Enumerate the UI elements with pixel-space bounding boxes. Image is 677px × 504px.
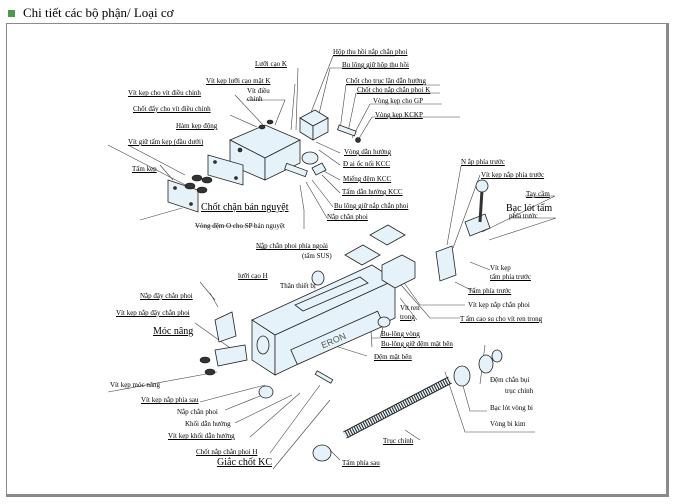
label-vit-kep-cho-vit-dieu-chinh: Vít kẹp cho vít điều chỉnh bbox=[128, 89, 201, 97]
label-tam-cao-su: T ấm cao su cho vít ren trong bbox=[460, 315, 543, 323]
label-vit-kep-nap-phia-truoc: Vít kẹp nắp phía trước bbox=[481, 171, 545, 179]
label-vit-kep-nap-day-chan-phoi: Vít kẹp nắp đậy chắn phoi bbox=[116, 309, 190, 317]
section-header: Chi tiết các bộ phận/ Loại cơ bbox=[8, 4, 174, 22]
label-vit-dieu-chinh: Vít điều chỉnh bbox=[247, 87, 270, 103]
label-tam-phia-truoc: Tấm phía trước bbox=[468, 287, 512, 295]
label-tam-dan-huong-kcc: Tấm dẫn hướng KCC bbox=[342, 188, 403, 196]
label-than-thiet-bi: Thân thiết bị bbox=[280, 282, 316, 290]
label-vong-dan-huong: Vòng dẫn hướng bbox=[344, 148, 392, 156]
label-chot-cho-nap-chan-phoi-k: Chốt cho nắp chắn phoi K bbox=[357, 86, 431, 94]
label-luoi-cao-k: Lưỡi cạo K bbox=[255, 60, 287, 68]
vise-body: ERON bbox=[199, 179, 491, 399]
k-scraper-assembly bbox=[299, 109, 361, 176]
lead-screw-assembly bbox=[312, 349, 503, 462]
label-phia-truoc: phía trước bbox=[509, 212, 538, 220]
label-vit-giu-tam-kep: Vít giữ tấm kẹp (đầu dưới) bbox=[128, 138, 204, 146]
label-vong-bi-kim: Vòng bi kim bbox=[490, 420, 526, 428]
label-vit-kep-moc-nang: Vít kẹp móc nâng bbox=[110, 381, 160, 389]
label-tam-kep: Tấm kẹp bbox=[132, 165, 157, 173]
label-vit-kep-khoi-dan-huong: Vít kẹp khối dẫn hướng bbox=[168, 432, 235, 440]
label-bu-long-giu-dem-mat-ben: Bu-lông giữ đệm mặt bên bbox=[381, 340, 453, 348]
label-vit-kep-tam-2: tấm phía trước bbox=[490, 273, 531, 281]
label-vong-dem-o: Vòng đệm O cho SP bán nguyệt bbox=[195, 222, 285, 230]
label-bac-lot-vong-bi: Bạc lót vòng bi bbox=[490, 404, 533, 412]
label-giac-chot-kc: Giắc chốt KC bbox=[217, 457, 272, 468]
label-chot-day-cho-vit-dieu-chinh: Chốt đẩy cho vít điều chỉnh bbox=[133, 105, 211, 113]
label-vit-ren-trong-2: trong bbox=[400, 313, 415, 321]
label-chot-chan-ban-nguyet: Chốt chặn bán nguyệt bbox=[201, 202, 289, 213]
label-bac-lot-tam: Bạc lót tấm bbox=[506, 203, 553, 214]
label-tay-cam: Tay cầm bbox=[526, 190, 550, 198]
label-mieng-dem-kcc: Miếng đệm KCC bbox=[343, 175, 392, 183]
label-ham-kep-dong: Hàm kẹp động bbox=[176, 122, 218, 130]
label-dem-chan-bui-1: Đệm chắn bụi bbox=[490, 376, 530, 384]
label-vit-ren-trong-1: Vít ren bbox=[400, 304, 420, 312]
label-vit-kep-luoi-cao-mat-k: Vít kẹp lưỡi cạo mặt K bbox=[206, 77, 271, 85]
diagram-frame bbox=[6, 23, 669, 497]
label-vong-kep-cho-gp: Vòng kẹp cho GP bbox=[373, 97, 423, 105]
chip-cover-plates bbox=[344, 224, 406, 266]
label-dem-chan-bui-2: trục chính bbox=[505, 387, 534, 395]
label-tam-sus: (tấm SUS) bbox=[302, 252, 332, 260]
label-moc-nang: Móc nâng bbox=[153, 326, 194, 337]
label-nap-day-chan-phoi: Nắp đậy chắn phoi bbox=[140, 292, 193, 300]
label-nap-phia-truoc: N ắp phía trước bbox=[461, 158, 505, 166]
label-khoi-dan-huong: Khối dẫn hướng bbox=[185, 420, 231, 428]
label-hop-thu-hoi-nap-chan-phoi: Hộp thu hồi nắp chắn phoi bbox=[333, 48, 408, 56]
label-chot-nap-chan-phoi-h: Chốt nắp chắn phoi H bbox=[196, 448, 258, 456]
label-dem-mat-ben: Đệm mặt bên bbox=[374, 353, 412, 361]
label-bu-long-giu-hop-thu-hoi: Bu lông giữ hộp thu hồi bbox=[342, 61, 409, 69]
label-bu-long-vong: Bu-lông vòng bbox=[381, 330, 420, 338]
label-nap-chan-phoi-phia-ngoai: Nắp chắn phoi phía ngoài bbox=[256, 242, 328, 250]
page-title: Chi tiết các bộ phận/ Loại cơ bbox=[23, 5, 174, 20]
label-vong-kep-kckp: Vòng kẹp KCKP bbox=[375, 111, 423, 119]
label-bu-long-giu-nap-chan-phoi: Bu lông giữ nắp chắn phoi bbox=[334, 202, 409, 210]
label-truc-chinh: Trục chính bbox=[383, 437, 414, 445]
label-vit-kep-tam-1: Vít kẹp bbox=[490, 264, 511, 272]
label-tam-phia-sau: Tấm phía sau bbox=[342, 459, 380, 467]
label-nap-chan-phoi-bottom: Nắp chắn phoi bbox=[177, 408, 218, 416]
label-nap-chan-phoi-top: Nắp chắn phoi bbox=[327, 213, 368, 221]
label-luoi-cao-h: lưỡi cạo H bbox=[238, 272, 268, 280]
label-dai-oc-noi-kcc: Đ ai ốc nối KCC bbox=[343, 160, 391, 168]
label-chot-cho-truc-lan-dan-huong: Chốt cho trục lăn dẫn hướng bbox=[346, 77, 427, 85]
moving-jaw-assembly bbox=[167, 119, 308, 213]
label-vit-kep-nap-phia-sau: Vít kẹp nắp phía sau bbox=[141, 396, 199, 404]
leader-lines bbox=[107, 55, 557, 470]
square-bullet-icon bbox=[8, 9, 15, 17]
label-vit-kep-nap-chan-phoi: Vít kẹp nắp chắn phoi bbox=[468, 301, 530, 309]
